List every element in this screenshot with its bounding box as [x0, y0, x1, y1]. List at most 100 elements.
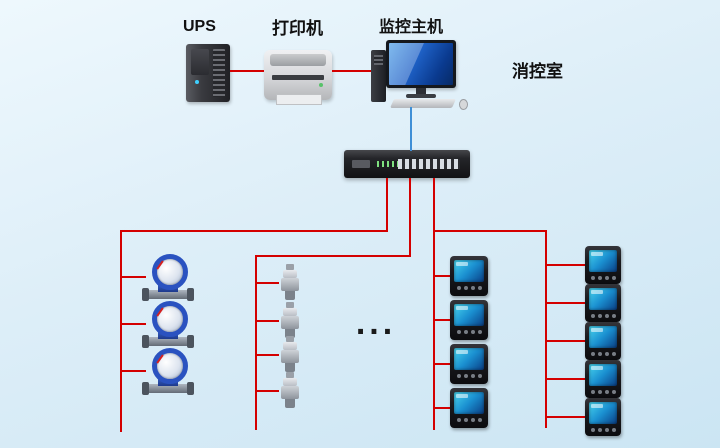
meter-screen: [589, 326, 617, 348]
pipe-nut: [142, 382, 149, 395]
stub-valve-2: [255, 320, 279, 322]
stub-valve-3: [255, 354, 279, 356]
trunk-water-meters: [120, 230, 122, 432]
water-meter-dial: [152, 254, 188, 290]
continuation-ellipsis: ...: [355, 304, 397, 342]
branch-left-horizontal: [120, 230, 388, 232]
panel-meter-icon: [450, 388, 488, 428]
meter-screen: [454, 260, 484, 282]
pipe-nut: [142, 335, 149, 348]
stub-meter2-4: [545, 378, 585, 380]
stub-meter1-3: [433, 363, 450, 365]
valve-cap: [283, 270, 297, 278]
water-meter-icon: [142, 254, 194, 301]
trunk-meter-column-1: [433, 178, 435, 430]
meter-buttons: [454, 374, 484, 378]
host-monitor-icon: [386, 40, 456, 88]
valve-cap: [283, 342, 297, 350]
water-meter-dial: [152, 301, 188, 337]
meter-buttons: [589, 276, 617, 280]
valve-base: [285, 291, 295, 300]
valve-body: [281, 316, 299, 329]
ups-front-panel: [191, 49, 209, 75]
connection-stub-mid: [409, 178, 411, 257]
water-meter-pipe: [142, 337, 194, 346]
connection-stub-left: [386, 178, 388, 232]
pipe-nut: [187, 288, 194, 301]
control-room-label: 消控室: [512, 62, 563, 81]
meter-screen: [589, 402, 617, 424]
water-meter-pipe: [142, 384, 194, 393]
valve-sensor-icon: [278, 336, 302, 374]
printer-led: [319, 83, 323, 87]
valve-body: [281, 350, 299, 363]
pipe-nut: [142, 288, 149, 301]
stub-meter2-2: [545, 302, 585, 304]
water-meter-icon: [142, 301, 194, 348]
connection-line-ups-printer: [230, 70, 264, 72]
stub-meter1-1: [433, 275, 450, 277]
valve-sensor-icon: [278, 372, 302, 410]
valve-stem: [286, 336, 294, 342]
meter-screen: [454, 392, 484, 414]
valve-body: [281, 386, 299, 399]
switch-ports: [398, 159, 460, 169]
host-label: 监控主机: [379, 19, 444, 36]
valve-base: [285, 329, 295, 338]
host-screen: [389, 43, 453, 85]
panel-meter-icon: [585, 398, 621, 436]
host-keyboard-icon: [389, 99, 457, 108]
connection-line-host-collector: [410, 107, 412, 151]
water-meter-icon: [142, 348, 194, 395]
stub-meter1-4: [433, 407, 450, 409]
panel-meter-icon: [585, 284, 621, 322]
ups-led: [195, 80, 199, 84]
stub-meter2-1: [545, 264, 585, 266]
meter-screen: [454, 304, 484, 326]
water-meter-pipe: [142, 290, 194, 299]
valve-base: [285, 363, 295, 372]
printer-device-icon: [264, 50, 332, 105]
stub-water-meter-3: [120, 370, 146, 372]
pipe-nut: [187, 382, 194, 395]
valve-stem: [286, 302, 294, 308]
ups-label: UPS: [183, 18, 216, 35]
monitor-stand: [416, 88, 426, 94]
panel-meter-icon: [585, 246, 621, 284]
ups-vents: [213, 49, 225, 97]
pipe-nut: [187, 335, 194, 348]
switch-leds: [377, 161, 403, 167]
meter-screen: [589, 288, 617, 310]
printer-label: 打印机: [272, 19, 323, 38]
trunk-valves: [255, 255, 257, 430]
valve-cap: [283, 308, 297, 316]
panel-meter-icon: [450, 256, 488, 296]
stub-water-meter-2: [120, 323, 146, 325]
water-meter-dial: [152, 348, 188, 384]
meter-buttons: [454, 330, 484, 334]
valve-cap: [283, 378, 297, 386]
data-collector-switch-icon: [344, 150, 470, 178]
stub-meter2-5: [545, 416, 585, 418]
meter-buttons: [589, 390, 617, 394]
branch-mid-horizontal: [255, 255, 411, 257]
panel-meter-icon: [585, 360, 621, 398]
meter-buttons: [454, 286, 484, 290]
meter-screen: [589, 250, 617, 272]
meter-screen: [589, 364, 617, 386]
printer-output-slot: [272, 75, 324, 80]
switch-logo: [352, 160, 370, 168]
valve-base: [285, 399, 295, 408]
printer-lid: [270, 54, 326, 66]
meter-buttons: [454, 418, 484, 422]
stub-water-meter-1: [120, 276, 146, 278]
trunk-meter-column-2: [545, 230, 547, 428]
valve-body: [281, 278, 299, 291]
panel-meter-icon: [450, 300, 488, 340]
stub-valve-4: [255, 390, 279, 392]
valve-sensor-icon: [278, 264, 302, 302]
panel-meter-icon: [585, 322, 621, 360]
meter-buttons: [589, 314, 617, 318]
valve-stem: [286, 372, 294, 378]
